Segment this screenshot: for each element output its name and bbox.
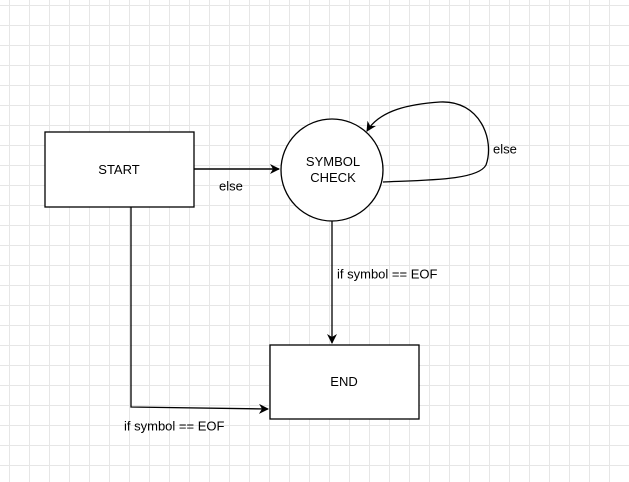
symbol-check-label-line1: SYMBOL bbox=[305, 154, 361, 169]
edge-symbol-check-self-loop[interactable] bbox=[366, 101, 490, 183]
edge-start-to-end[interactable] bbox=[130, 207, 269, 414]
edge-symbol-check-to-end-label: if symbol == EOF bbox=[337, 266, 438, 282]
edge-symbol-check-self-loop-label: else bbox=[493, 141, 517, 157]
start-node[interactable] bbox=[44, 131, 195, 208]
symbol-check-node-label: SYMBOL CHECK bbox=[306, 154, 360, 186]
end-node[interactable] bbox=[269, 344, 420, 420]
edge-start-to-end-label: if symbol == EOF bbox=[124, 418, 225, 434]
edge-start-to-symbol-check-label: else bbox=[219, 178, 243, 194]
symbol-check-label-line2: CHECK bbox=[310, 170, 356, 185]
end-node-label: END bbox=[330, 374, 358, 389]
start-node-label: START bbox=[98, 162, 140, 177]
